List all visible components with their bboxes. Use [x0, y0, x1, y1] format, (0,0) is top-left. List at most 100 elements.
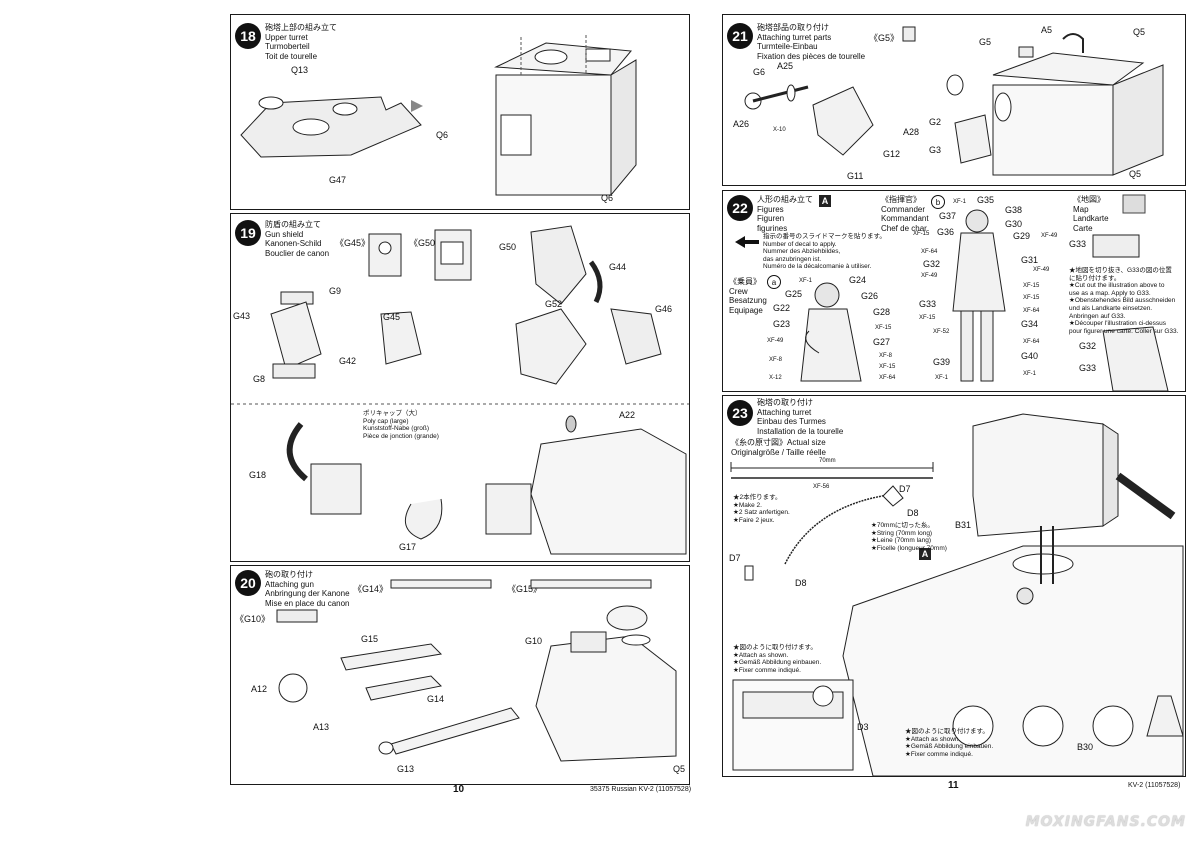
color-callout: XF-1 — [1023, 371, 1037, 377]
part-label: G33 — [919, 299, 937, 309]
color-callout: XF-15 — [879, 364, 896, 370]
figures-drawing — [800, 194, 1169, 391]
part-label: D8 — [907, 508, 919, 518]
attach-note-right: ★図のように取り付けます。★Attach as shown. ★Gemäß Ab… — [905, 728, 994, 758]
color-callout: XF-56 — [813, 484, 830, 490]
part-label: Q6 — [436, 130, 449, 140]
part-label: G45 — [383, 312, 401, 322]
step-number: 20 — [235, 570, 261, 596]
color-callout: XF-15 — [1023, 295, 1040, 301]
part-label: A25 — [777, 61, 794, 71]
gun-drawing — [276, 579, 677, 762]
string-note: ★70mmに切った糸。★String (70mm long) ★Leine (7… — [871, 522, 947, 552]
part-label: G13 — [397, 764, 415, 774]
part-label: G42 — [339, 356, 357, 366]
color-callout: XF-1 — [953, 199, 967, 205]
color-callout: XF-49 — [1041, 233, 1058, 239]
site-watermark: MOXINGFANS.COM — [1025, 814, 1186, 830]
part-label: G14 — [427, 694, 445, 704]
part-label: A5 — [1041, 25, 1053, 35]
part-label: G26 — [861, 291, 879, 301]
part-label: A22 — [619, 410, 636, 420]
polycap-note: ポリキャップ（大）Poly cap (large) Kunststoff-Nab… — [363, 410, 439, 440]
part-label: G6 — [753, 67, 766, 77]
make-two-note: ★2本作ります。★Make 2. ★2 Satz anfertigen.★Fai… — [733, 494, 790, 524]
step-number: 21 — [727, 23, 753, 49]
footer-code-left: 35375 Russian KV-2 (11057528) — [590, 786, 692, 793]
part-label: G34 — [1021, 319, 1039, 329]
part-label: A26 — [733, 119, 750, 129]
color-callout: XF-64 — [921, 249, 938, 255]
color-callout: XF-1 — [799, 278, 813, 284]
sub-assembly-bracket: 《G10》 — [235, 614, 271, 624]
part-label: G40 — [1021, 351, 1039, 361]
color-callout: XF-64 — [1023, 308, 1040, 314]
color-callout: XF-8 — [879, 353, 893, 359]
color-callout: XF-15 — [1023, 283, 1040, 289]
attach-note-left: ★図のように取り付けます。★Attach as shown. ★Gemäß Ab… — [733, 644, 822, 674]
part-label: G47 — [329, 175, 347, 185]
box-a-marker: A — [919, 548, 931, 560]
sub-assembly-bracket: 《G15》 — [507, 584, 543, 594]
color-callout: XF-52 — [933, 329, 950, 335]
part-label: G50 — [499, 242, 517, 252]
part-label: G9 — [329, 286, 342, 296]
part-label: G3 — [929, 145, 942, 155]
sub-assembly-bracket: 《G5》 — [869, 33, 900, 43]
part-label: Q5 — [1133, 27, 1146, 37]
part-label: B30 — [1077, 742, 1094, 752]
part-label: G29 — [1013, 231, 1031, 241]
part-label: G33 — [1079, 363, 1097, 373]
part-label: D8 — [795, 578, 807, 588]
part-label: D7 — [899, 484, 911, 494]
sub-assembly-bracket: 《G50》 — [409, 238, 445, 248]
part-label: G18 — [249, 470, 267, 480]
color-callout: XF-64 — [1023, 339, 1040, 345]
part-label: G37 — [939, 211, 957, 221]
part-label: G43 — [233, 311, 251, 321]
color-callout: XF-49 — [921, 273, 938, 279]
part-label: A12 — [251, 684, 268, 694]
part-label: G44 — [609, 262, 627, 272]
part-label: G46 — [655, 304, 673, 314]
step-number: 22 — [727, 195, 753, 221]
part-label: G36 — [937, 227, 955, 237]
part-label: Q5 — [1129, 169, 1142, 179]
part-label: G23 — [773, 319, 791, 329]
part-label: Q6 — [601, 193, 614, 203]
decal-arrow-icon — [735, 236, 759, 248]
part-label: A28 — [903, 127, 920, 137]
part-label: G22 — [773, 303, 791, 313]
color-callout: XF-49 — [1033, 267, 1050, 273]
page-number-left: 10 — [453, 784, 465, 795]
part-label: G32 — [923, 259, 941, 269]
part-label: G35 — [977, 195, 995, 205]
part-label: G38 — [1005, 205, 1023, 215]
sub-assembly-bracket: 《G14》 — [353, 584, 389, 594]
step-number: 23 — [727, 400, 753, 426]
color-callout: X-10 — [773, 127, 786, 133]
turret-parts-drawing — [744, 26, 1164, 176]
part-label: G11 — [847, 171, 864, 181]
color-callout: XF-15 — [875, 325, 892, 331]
part-label: B31 — [955, 520, 972, 530]
color-callout: XF-1 — [935, 375, 949, 381]
part-label: D3 — [857, 722, 869, 732]
part-label: G2 — [929, 117, 942, 127]
color-callout: XF-8 — [769, 357, 783, 363]
part-label: G33 — [1069, 239, 1087, 249]
upper-turret-plate-drawing — [240, 35, 637, 197]
gun-shield-drawing — [231, 225, 689, 555]
figure-b-marker: b — [931, 195, 945, 209]
part-label: G52 — [545, 299, 563, 309]
footer-code-right: KV-2 (11057528) — [1128, 782, 1181, 789]
